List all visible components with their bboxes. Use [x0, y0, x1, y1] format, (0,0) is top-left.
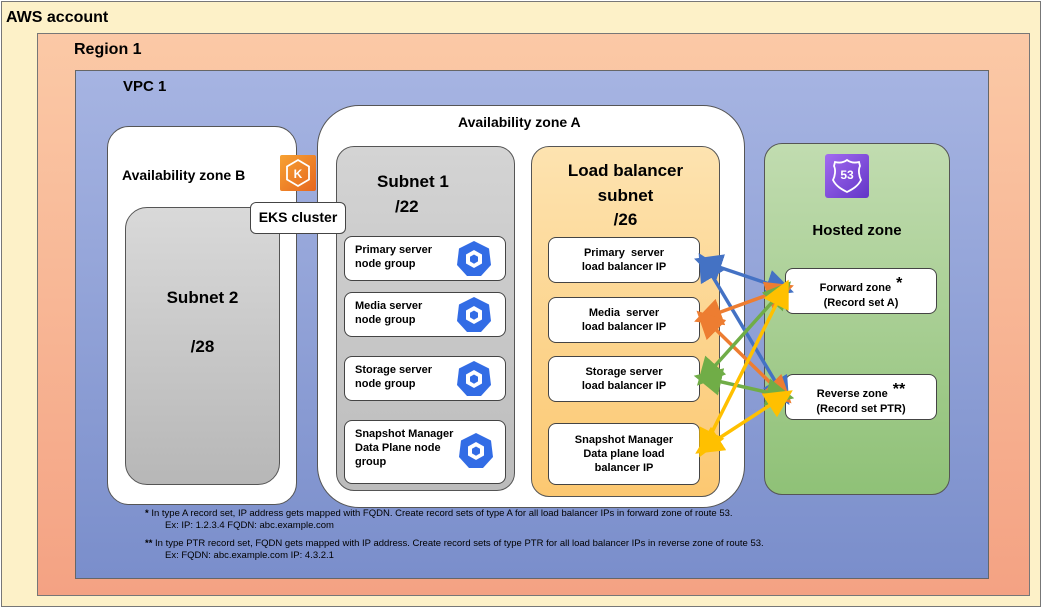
- node-group-line1: Storage server: [355, 364, 433, 376]
- subnet-2-label: Subnet 2: [166, 288, 239, 307]
- eks-cluster-box: [250, 202, 346, 234]
- lb-ip-line2: load balancer IP: [581, 321, 667, 333]
- reverse-zone-label: Reverse zone: [816, 388, 888, 400]
- route53-shield-icon: [831, 158, 863, 194]
- footnote-ptr-text: In type PTR record set, FQDN gets mapped…: [155, 538, 764, 549]
- node-group-line1: Snapshot Manager: [355, 428, 454, 440]
- node-group-line3: group: [355, 456, 387, 468]
- kubernetes-node-icon: [459, 433, 493, 468]
- lb-ip-line1: Snapshot Manager: [574, 434, 674, 446]
- footnote-a-mark: *: [145, 508, 149, 519]
- lb-ip-storage: Storage server load balancer IP: [548, 356, 700, 402]
- reverse-zone-record: (Record set PTR): [816, 403, 906, 415]
- availability-zone-b-label: Availability zone B: [122, 167, 246, 183]
- svg-text:K: K: [294, 167, 303, 181]
- footnote-ptr-example: Ex: FQDN: abc.example.com IP: 4.3.2.1: [165, 549, 334, 561]
- reverse-zone-mark: **: [892, 381, 906, 398]
- node-group-line2: node group: [355, 314, 416, 326]
- lb-ip-line2: load balancer IP: [581, 261, 667, 273]
- aws-account-label: AWS account: [6, 9, 109, 26]
- vpc-label: VPC 1: [123, 78, 167, 95]
- lb-subnet-cidr: /26: [613, 210, 638, 229]
- kubernetes-node-icon: [457, 241, 491, 276]
- node-group-line1: Media server: [355, 300, 423, 312]
- lb-ip-media: Media server load balancer IP: [548, 297, 700, 343]
- lb-ip-line1: Primary server: [583, 247, 665, 259]
- subnet-2: [125, 207, 280, 485]
- availability-zone-a-label: Availability zone A: [458, 114, 581, 130]
- arrow-snapshot-reverse: [695, 390, 793, 454]
- footnote-a: * In type A record set, IP address gets …: [145, 508, 733, 531]
- footnote-ptr: ** In type PTR record set, FQDN gets map…: [145, 538, 764, 561]
- region-label: Region 1: [74, 41, 142, 58]
- hosted-zone-label: Hosted zone: [812, 222, 902, 239]
- forward-zone-label: Forward zone: [819, 282, 892, 294]
- lb-ip-line3: balancer IP: [594, 462, 654, 474]
- footnote-ptr-mark: **: [145, 538, 153, 549]
- subnet-1-cidr: /22: [395, 197, 419, 216]
- node-group-line2: node group: [355, 258, 416, 270]
- forward-zone-mark: *: [896, 275, 903, 292]
- forward-zone: Forward zone * (Record set A): [785, 268, 937, 314]
- lb-ip-line2: load balancer IP: [581, 380, 667, 392]
- forward-zone-record: (Record set A): [823, 297, 899, 309]
- node-group-line1: Primary server: [355, 244, 433, 256]
- lb-ip-primary: Primary server load balancer IP: [548, 237, 700, 283]
- eks-cluster-label: EKS cluster: [258, 209, 338, 225]
- lb-ip-line1: Media server: [588, 307, 660, 319]
- subnet-2-cidr: /28: [190, 337, 215, 356]
- lb-ip-line1: Storage server: [585, 366, 663, 378]
- route53-shield-icon: 53: [825, 154, 869, 198]
- node-group-line2: Data Plane node: [355, 442, 441, 454]
- eks-icon: K: [280, 155, 316, 191]
- subnet-1-label: Subnet 1: [377, 172, 449, 191]
- kubernetes-node-icon: [457, 297, 491, 332]
- reverse-zone: Reverse zone ** (Record set PTR): [785, 374, 937, 420]
- hosted-zone: [764, 143, 950, 495]
- footnote-a-example: Ex: IP: 1.2.3.4 FQDN: abc.example.com: [165, 519, 334, 531]
- lb-ip-line2: Data plane load: [583, 448, 665, 460]
- lb-subnet-line1: Load balancer: [567, 161, 684, 180]
- route53-badge-text: 53: [840, 168, 854, 182]
- lb-subnet-line2: subnet: [597, 186, 654, 205]
- node-group-line2: node group: [355, 378, 416, 390]
- footnote-a-text: In type A record set, IP address gets ma…: [151, 508, 733, 519]
- lb-ip-snapshot-manager: Snapshot Manager Data plane load balance…: [548, 423, 700, 485]
- kubernetes-node-icon: [457, 361, 491, 396]
- arrow-storage-reverse: [693, 368, 795, 406]
